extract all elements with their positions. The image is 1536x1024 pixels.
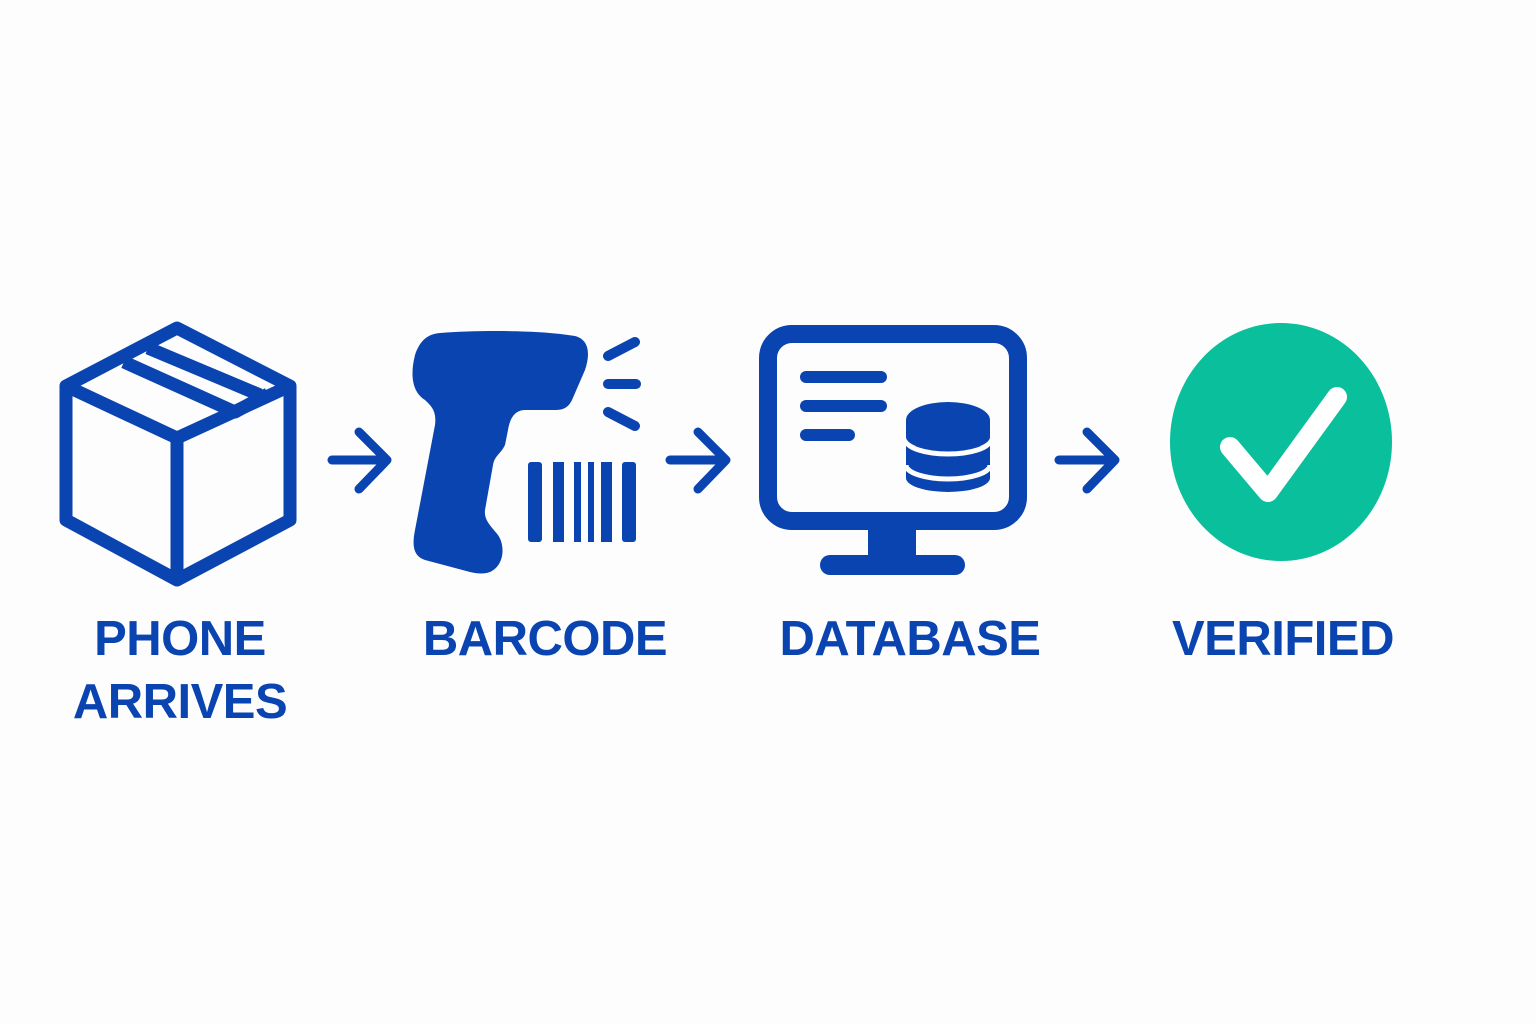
arrow-right-icon: [665, 427, 731, 494]
step-label-phone-arrives: PHONE ARRIVES: [60, 608, 300, 734]
database-icon: [903, 402, 993, 492]
check-circle-icon: [1170, 323, 1392, 561]
arrow-right-icon: [327, 427, 392, 494]
monitor-database-icon: [759, 325, 1027, 575]
step-label-database: DATABASE: [760, 608, 1060, 671]
step-label-verified: VERIFIED: [1143, 608, 1423, 671]
label-line: BARCODE: [422, 612, 668, 666]
label-line: VERIFIED: [1172, 612, 1394, 666]
step-label-barcode: BARCODE: [405, 608, 685, 671]
barcode-scanner-icon: [412, 331, 641, 574]
label-line: DATABASE: [779, 612, 1041, 666]
arrow-right-icon: [1054, 427, 1120, 494]
label-line: ARRIVES: [72, 675, 288, 729]
package-box-icon: [59, 321, 297, 587]
label-line: PHONE: [94, 612, 266, 666]
